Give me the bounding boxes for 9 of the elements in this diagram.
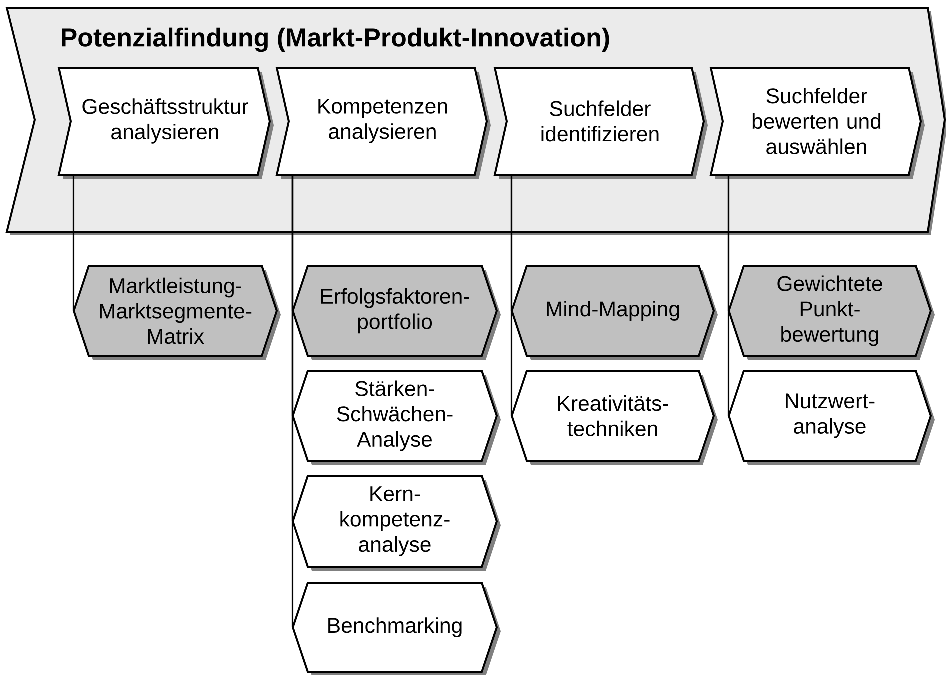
node-label: Nutzwert-analyse xyxy=(786,394,875,438)
connector-line xyxy=(728,175,730,416)
connector-line xyxy=(72,175,75,311)
process-step-box: Suchfelder identifizieren xyxy=(494,67,708,179)
connector-line xyxy=(510,175,513,416)
connector-line xyxy=(292,175,294,628)
process-step-box: Geschäftsstruktur analysieren xyxy=(58,67,274,179)
process-step-box: Kompetenzen analysieren xyxy=(276,67,491,179)
process-step-box: Suchfelder bewerten und auswählen xyxy=(710,67,925,179)
